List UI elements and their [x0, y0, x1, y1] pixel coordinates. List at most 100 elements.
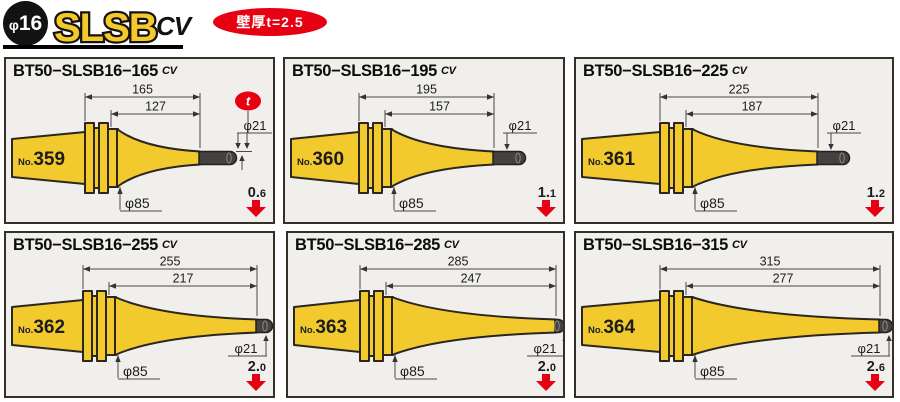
dim-arrowhead — [686, 283, 693, 289]
dim-arrowhead — [239, 155, 245, 161]
diameter-badge: φ16 — [3, 1, 48, 46]
dim-projection-label: 157 — [429, 100, 450, 114]
dim-arrowhead — [250, 283, 257, 289]
dim-projection-label: 187 — [742, 100, 763, 114]
flange-dia-label: φ85 — [400, 363, 425, 379]
weight-label: 2.6 — [867, 359, 885, 375]
weight-label: 2.0 — [248, 359, 266, 375]
model-number: BT50−SLSB16−315 — [583, 236, 729, 254]
dim-arrowhead — [686, 111, 693, 117]
dim-arrowhead — [692, 355, 698, 362]
tip-dia-label: φ21 — [858, 341, 881, 356]
weight-label: 1.1 — [538, 185, 556, 201]
dim-arrowhead — [115, 355, 121, 362]
flange-dia-label: φ85 — [700, 363, 725, 379]
tip-shaft — [816, 150, 851, 166]
dim-arrowhead — [660, 266, 667, 272]
dim-total-label: 165 — [132, 83, 153, 97]
series-logo-cv: CV — [156, 11, 191, 41]
flange-ring — [659, 290, 670, 362]
flange-ring — [373, 290, 384, 362]
part-number-label: No.364 — [588, 317, 635, 338]
flange-ring — [673, 122, 684, 194]
dim-arrowhead — [549, 283, 556, 289]
dim-arrowhead — [193, 94, 200, 100]
weight-down-arrow — [865, 200, 885, 217]
cv-label: CV — [444, 239, 459, 251]
model-number: BT50−SLSB16−255 — [13, 236, 159, 254]
flange-ring — [358, 122, 369, 194]
cone-body — [390, 128, 495, 188]
page-header: φ16 SLSB CV 壁厚t=2.5 — [0, 0, 900, 57]
dim-total-label: 255 — [160, 255, 181, 269]
model-number: BT50−SLSB16−285 — [295, 236, 441, 254]
flange-dia-label: φ85 — [399, 195, 424, 211]
weight-down-arrow — [536, 200, 556, 217]
weight-label: 1.2 — [867, 185, 885, 201]
part-number-label: No.361 — [588, 149, 635, 170]
model-number: BT50−SLSB16−225 — [583, 62, 729, 80]
dim-arrowhead — [244, 143, 250, 149]
weight-down-arrow — [865, 374, 885, 391]
dim-arrowhead — [250, 266, 257, 272]
series-logo-text: SLSB — [54, 6, 157, 50]
tip-shaft — [255, 318, 273, 334]
flange-ring — [98, 122, 109, 194]
series-logo: SLSB — [52, 4, 160, 51]
shaft-cap-highlight — [882, 320, 888, 332]
cv-label: CV — [162, 239, 177, 251]
dim-arrowhead — [873, 283, 880, 289]
dim-arrowhead — [385, 111, 392, 117]
model-number: BT50−SLSB16−195 — [292, 62, 438, 80]
cv-label: CV — [162, 65, 177, 77]
dim-arrowhead — [360, 266, 367, 272]
wall-thickness-badge: 壁厚t=2.5 — [213, 8, 327, 36]
flange-dia-label: φ85 — [700, 195, 725, 211]
cv-label: CV — [732, 239, 747, 251]
flange-ring — [96, 290, 107, 362]
cone-body — [391, 296, 557, 356]
dim-projection-label: 127 — [145, 100, 166, 114]
weight-label: 2.0 — [538, 359, 556, 375]
dim-arrowhead — [886, 335, 892, 341]
weight-down-arrow — [536, 374, 556, 391]
tip-dia-label: φ21 — [235, 341, 258, 356]
flange-ring — [84, 122, 95, 194]
dim-arrowhead — [504, 144, 510, 150]
tip-dia-label: φ21 — [833, 118, 856, 133]
weight-down-arrow — [246, 374, 266, 391]
dim-arrowhead — [873, 266, 880, 272]
dim-arrowhead — [193, 111, 200, 117]
weight-down-arrow — [246, 200, 266, 217]
dim-arrowhead — [828, 144, 834, 150]
dim-arrowhead — [83, 266, 90, 272]
cv-label: CV — [732, 65, 747, 77]
dim-arrowhead — [692, 187, 698, 194]
tip-dia-label: φ21 — [244, 118, 267, 133]
flange-ring — [659, 122, 670, 194]
flange-ring — [359, 290, 370, 362]
part-number-label: No.359 — [18, 149, 65, 170]
dim-arrowhead — [562, 339, 563, 341]
dim-arrowhead — [111, 111, 118, 117]
cone-body — [691, 296, 881, 356]
tip-shaft — [492, 150, 527, 166]
dim-arrowhead — [392, 355, 398, 362]
dim-arrowhead — [117, 187, 123, 194]
header-underline — [3, 45, 183, 49]
part-number-label: No.362 — [18, 317, 65, 338]
